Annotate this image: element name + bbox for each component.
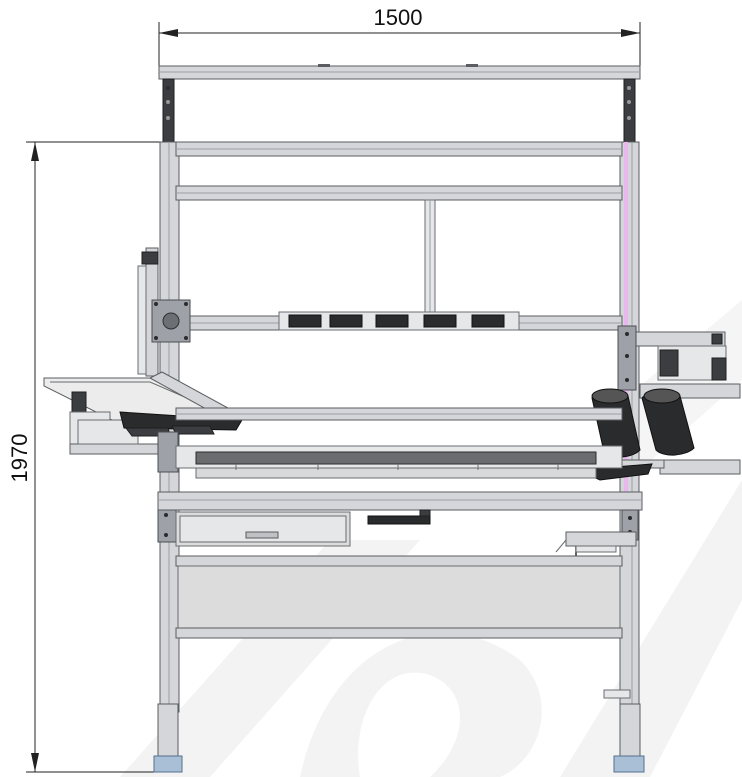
work-surface	[157, 491, 643, 511]
height-dimension-label: 1970	[7, 434, 32, 483]
center-divider	[424, 199, 436, 317]
second-rail	[175, 185, 623, 201]
drawer-unit	[175, 509, 431, 547]
left-foot	[153, 755, 183, 773]
upper-rail	[175, 141, 623, 157]
width-arrow-right	[621, 29, 640, 37]
cup-holder-right	[641, 388, 695, 456]
left-leg	[153, 703, 183, 773]
bin-3	[375, 314, 409, 328]
bin-holder	[278, 311, 520, 331]
right-side-arm-lower	[576, 459, 741, 481]
table-top-rail	[175, 407, 623, 421]
tool-rail	[175, 445, 623, 479]
left-bracket-lower	[157, 507, 177, 543]
right-foot	[613, 755, 645, 773]
height-dimension: 1970	[7, 141, 172, 773]
top-crossbar	[158, 64, 641, 80]
left-bracket-upper	[157, 431, 179, 473]
width-arrow-left	[159, 29, 178, 37]
right-lower-bracket	[603, 689, 631, 699]
bin-4	[423, 314, 457, 328]
width-dimension-label: 1500	[374, 5, 423, 30]
right-side-arm-upper	[617, 325, 741, 399]
height-arrow-bottom	[31, 753, 39, 772]
lower-shelf	[175, 555, 623, 639]
bin-1	[288, 314, 322, 328]
bin-2	[329, 314, 363, 328]
right-leg	[613, 703, 645, 773]
height-arrow-top	[31, 142, 39, 161]
monitor-arm	[137, 247, 191, 377]
bin-5	[471, 314, 505, 328]
width-dimension: 1500	[158, 5, 641, 68]
